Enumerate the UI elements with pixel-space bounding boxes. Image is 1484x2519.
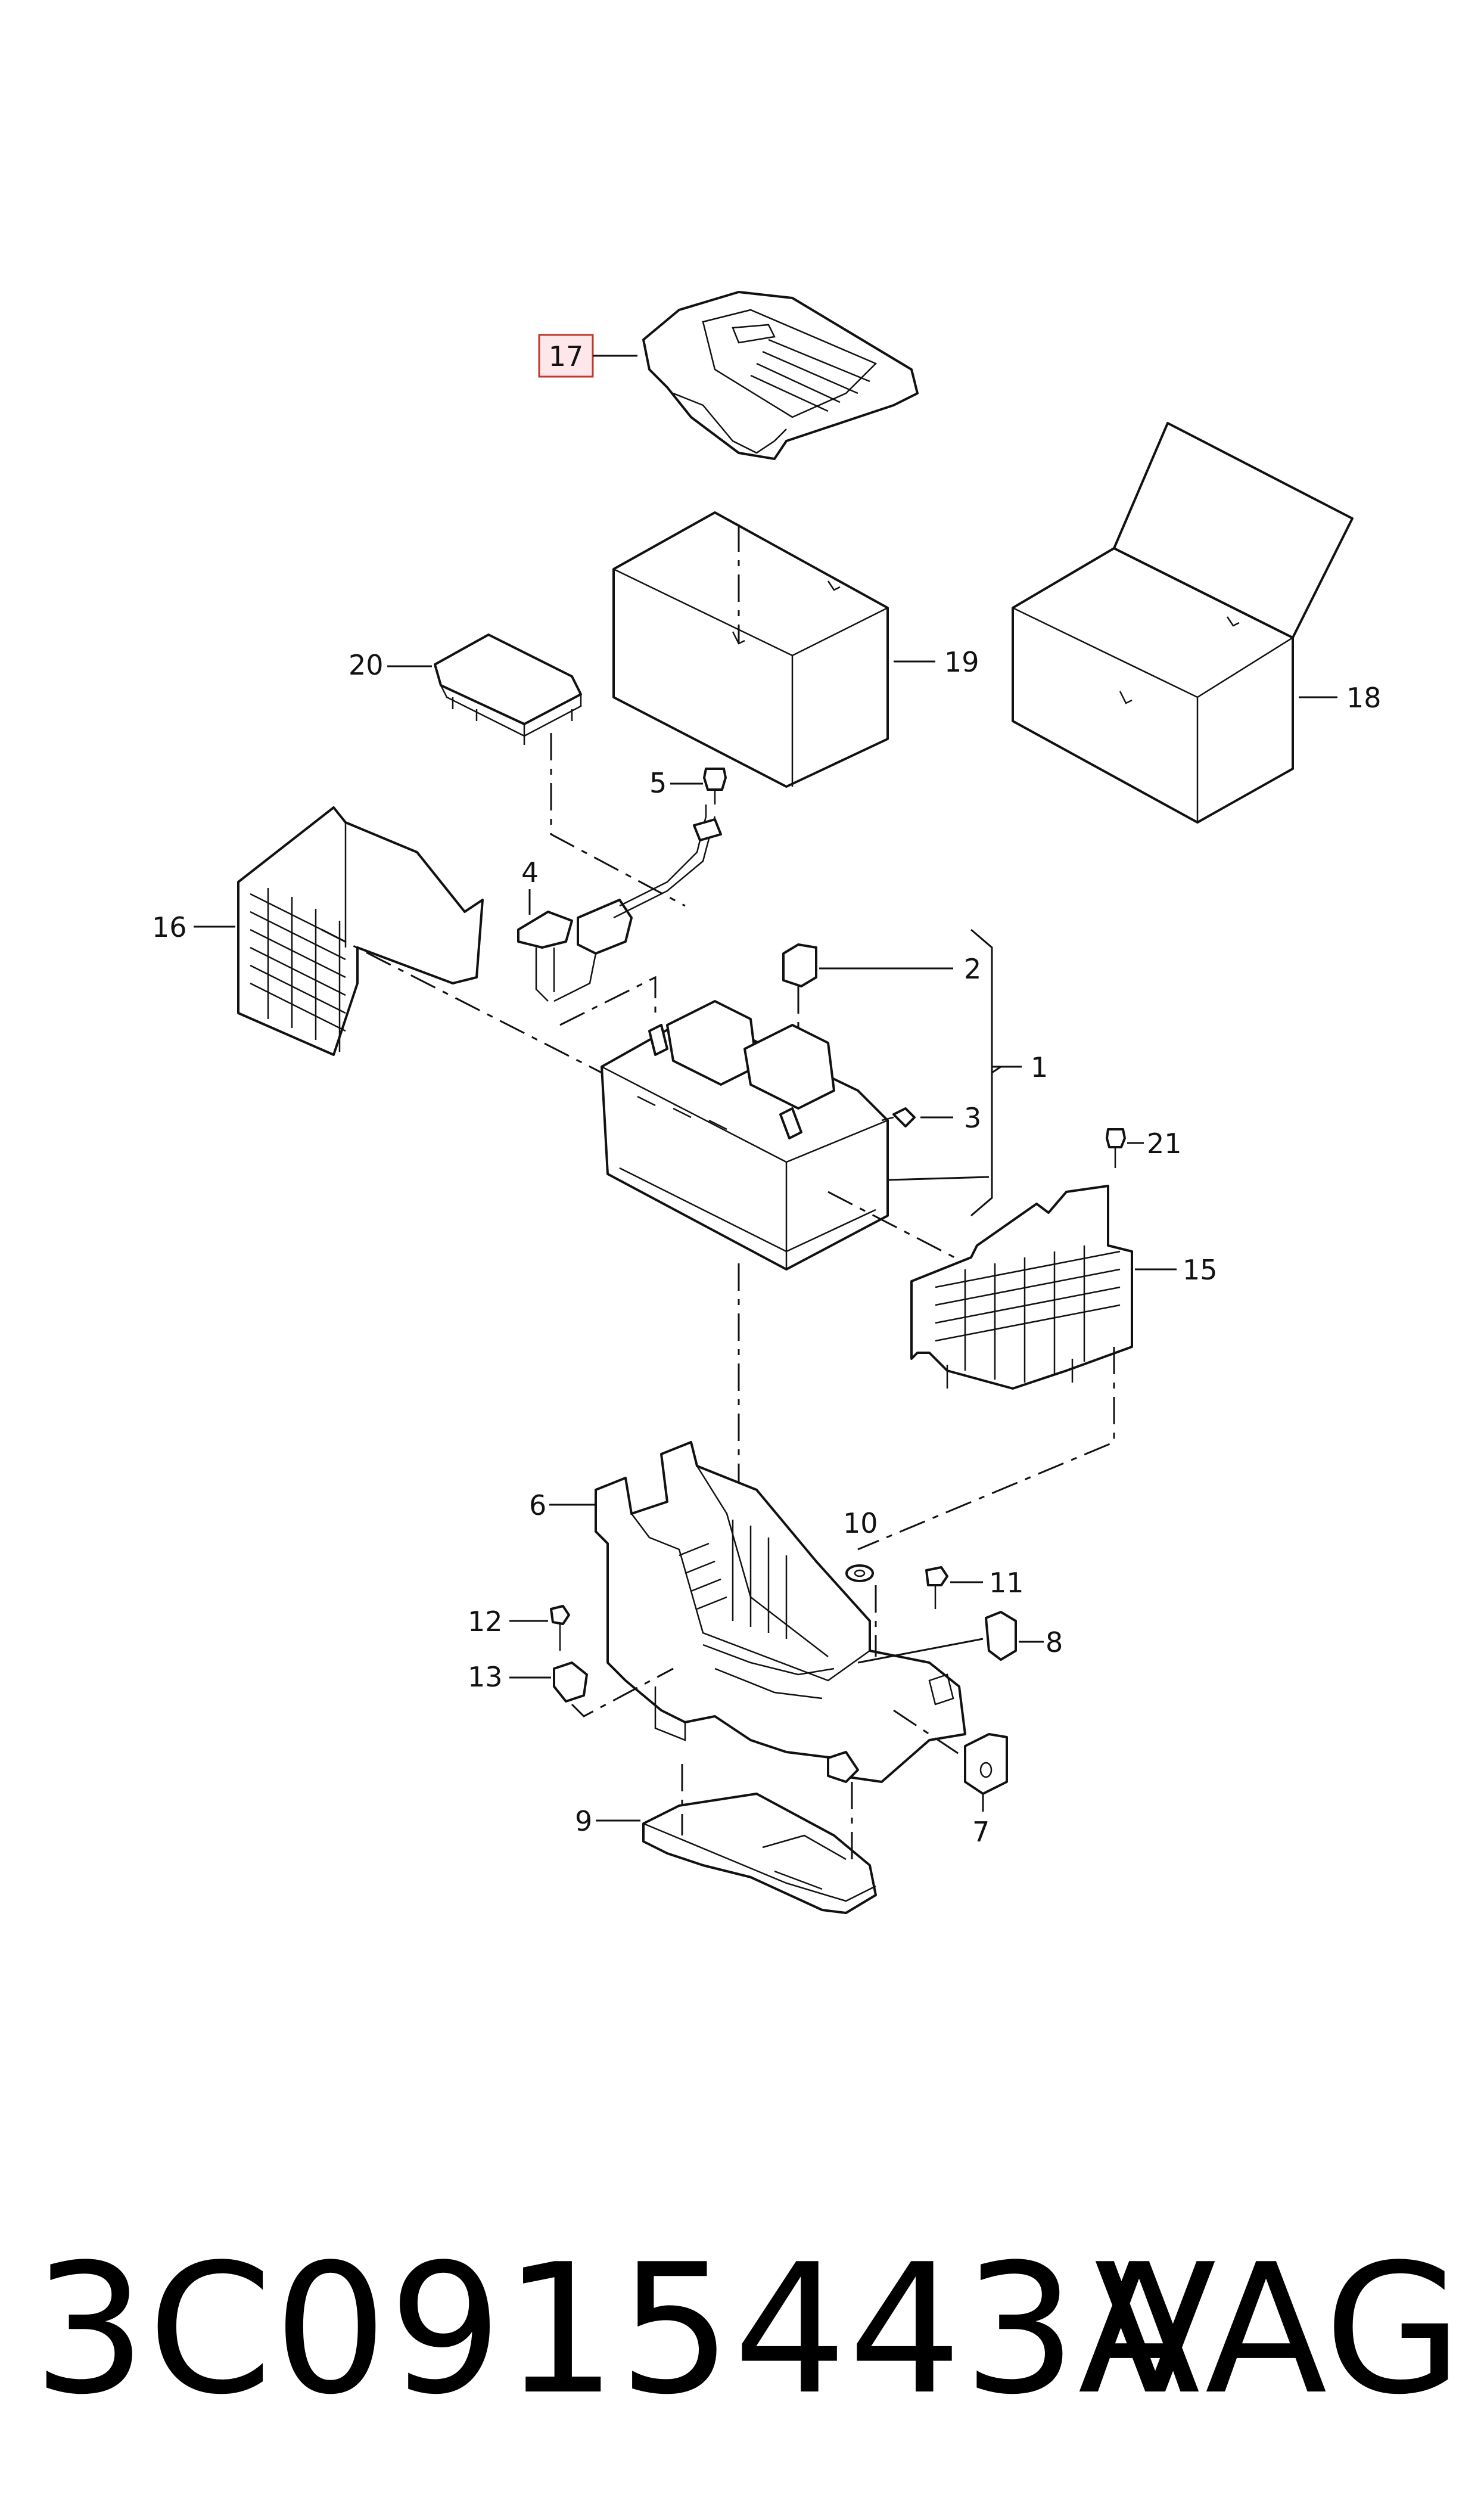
callout-7[interactable]: 7 — [972, 1794, 990, 1848]
callout-19[interactable]: 19 — [894, 646, 979, 678]
part-7-bracket — [893, 1709, 1008, 1795]
callout-8[interactable]: 8 — [1019, 1626, 1063, 1658]
callout-1[interactable]: 1 — [992, 1051, 1048, 1083]
callout-11[interactable]: 11 — [950, 1567, 1024, 1599]
callout-15[interactable]: 15 — [1135, 1254, 1218, 1286]
part-16-heat-shield-left — [237, 806, 484, 1056]
callout-5-label: 5 — [649, 767, 667, 799]
part-18-insulation-box-open — [1012, 422, 1354, 824]
callout-11-label: 11 — [989, 1567, 1024, 1599]
part-3-bolt — [881, 1107, 916, 1128]
callout-17-label: 17 — [549, 340, 584, 372]
callout-18[interactable]: 18 — [1299, 682, 1382, 714]
callout-9-label: 9 — [575, 1805, 592, 1837]
callout-15-label: 15 — [1183, 1254, 1218, 1286]
callout-21-label: 21 — [1147, 1128, 1182, 1160]
callout-3[interactable]: 3 — [920, 1102, 981, 1134]
part-15-heat-shield-right — [910, 1185, 1133, 1390]
callout-12-label: 12 — [468, 1605, 503, 1638]
part-5-bolt — [703, 768, 727, 805]
part-1-battery — [601, 1000, 889, 1271]
callout-13-label: 13 — [468, 1661, 503, 1693]
part-9-support-rail — [642, 1764, 877, 1914]
part-10-clip-nut — [845, 1564, 877, 1657]
part-21-bolt — [1106, 1128, 1126, 1168]
part-17-battery-cover — [642, 291, 919, 460]
callout-1-label: 1 — [1031, 1051, 1048, 1083]
callout-17[interactable]: 17 — [538, 334, 637, 378]
footer: 3C0915443A VAG — [33, 2217, 1463, 2443]
part-20-cover-cap — [434, 633, 582, 745]
callout-2[interactable]: 2 — [819, 953, 981, 985]
callout-12[interactable]: 12 — [468, 1605, 548, 1638]
callout-20[interactable]: 20 — [349, 649, 432, 681]
part-19-insulation-box — [612, 511, 889, 788]
part-8-bracket — [857, 1611, 1017, 1664]
callout-6[interactable]: 6 — [529, 1489, 596, 1521]
callout-20-label: 20 — [349, 649, 384, 681]
callout-16-label: 16 — [152, 911, 187, 943]
part-number: 3C0915443A — [33, 2226, 1202, 2434]
part-4-terminal-clamp — [517, 805, 722, 1002]
callout-6-label: 6 — [529, 1489, 546, 1521]
callout-4[interactable]: 4 — [521, 856, 539, 915]
part-13-clip — [553, 1661, 674, 1717]
callout-7-label: 7 — [972, 1816, 990, 1848]
brand-name: VAG — [1094, 2226, 1463, 2434]
callout-21[interactable]: 21 — [1127, 1128, 1182, 1160]
part-11-bolt — [925, 1566, 948, 1609]
callout-10[interactable]: 10 — [843, 1507, 878, 1539]
callout-13[interactable]: 13 — [468, 1661, 551, 1693]
callout-5[interactable]: 5 — [649, 767, 703, 799]
callout-4-label: 4 — [521, 856, 539, 889]
callout-16[interactable]: 16 — [152, 911, 235, 943]
callout-10-label: 10 — [843, 1507, 878, 1539]
callout-19-label: 19 — [944, 646, 979, 678]
callout-2-label: 2 — [964, 953, 981, 985]
part-6-battery-tray — [595, 1441, 966, 1783]
part-12-bolt — [550, 1605, 570, 1651]
callout-9[interactable]: 9 — [575, 1805, 640, 1837]
callout-3-label: 3 — [964, 1102, 981, 1134]
callout-18-label: 18 — [1346, 682, 1382, 714]
callout-8-label: 8 — [1046, 1626, 1063, 1658]
